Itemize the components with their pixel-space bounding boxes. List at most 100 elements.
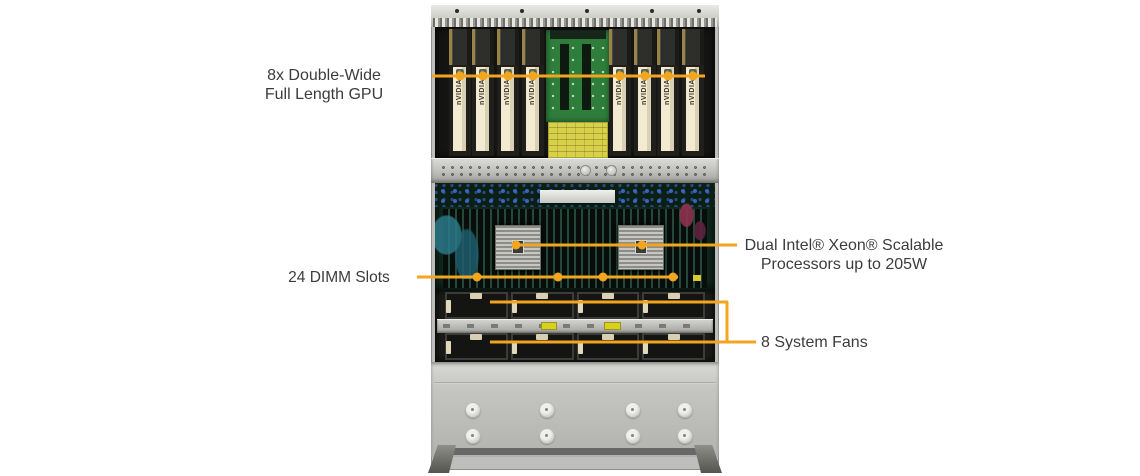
system-fan — [510, 333, 574, 360]
crossbar-boss — [607, 166, 616, 175]
gpu-brand-text: nVIDIA — [616, 79, 623, 105]
gpu-bracket — [522, 29, 525, 65]
gpu-shroud-stripe: nVIDIA — [686, 67, 699, 151]
rivet-dimple — [677, 402, 693, 418]
nvidia-logo-icon — [503, 69, 512, 77]
gpu-card-top — [609, 29, 631, 65]
screw-icon — [697, 9, 701, 13]
gpu-brand-text: nVIDIA — [456, 79, 463, 105]
gpu-card-top — [449, 29, 471, 65]
gpu-brand-text: nVIDIA — [641, 79, 648, 105]
rivet-dimple — [465, 428, 481, 444]
cpu-heatsink-2 — [618, 225, 664, 270]
gpu-card-top — [522, 29, 544, 65]
rivet-dimple — [677, 428, 693, 444]
rivet-dimple — [625, 428, 641, 444]
fan-clip — [470, 293, 483, 299]
gpu-card: nVIDIA — [657, 29, 679, 156]
gpu-bracket — [609, 29, 612, 65]
gpu-bracket — [657, 29, 660, 65]
fan-clip — [643, 300, 649, 313]
gpu-card: nVIDIA — [497, 29, 519, 156]
motherboard-bay — [435, 183, 715, 290]
system-fan — [576, 292, 640, 319]
chassis-bottom-panel — [428, 362, 722, 473]
pcb-connector — [550, 30, 606, 39]
system-fan — [576, 333, 640, 360]
gpu-brand-text: nVIDIA — [504, 79, 511, 105]
gpu-label-line1: 8x Double-Wide — [267, 67, 381, 84]
panel-seam — [434, 382, 716, 384]
fan-clip — [536, 334, 549, 340]
heatsink-mount — [513, 241, 523, 253]
system-fan — [510, 292, 574, 319]
gpu-card-top — [472, 29, 494, 65]
gpu-shroud-stripe: nVIDIA — [526, 67, 539, 151]
gpu-brand-text: nVIDIA — [479, 79, 486, 105]
cables-right — [669, 197, 713, 249]
pcb-slot — [560, 44, 569, 110]
cpu-label-line2: Processors up to 205W — [760, 256, 928, 273]
gpu-shroud-stripe: nVIDIA — [638, 67, 651, 151]
rivet-dimple — [539, 402, 555, 418]
gpu-bracket — [449, 29, 452, 65]
fan-bay — [435, 290, 715, 362]
fan-clip — [667, 334, 680, 340]
fan-clip — [577, 300, 583, 313]
cables-left — [435, 199, 493, 279]
screw-icon — [455, 9, 459, 13]
panel-bottom-edge — [439, 448, 711, 455]
nvidia-logo-icon — [688, 69, 697, 77]
fan-clip — [511, 341, 517, 354]
pcie-switch-board — [546, 30, 610, 122]
screw-icon — [650, 9, 654, 13]
chassis-crossbar — [431, 158, 719, 183]
rivet-dimple — [465, 402, 481, 418]
fan-clip — [601, 334, 614, 340]
gpu-bracket — [472, 29, 475, 65]
gpu-card-top — [634, 29, 656, 65]
crossbar-boss — [581, 166, 590, 175]
nvidia-logo-icon — [640, 69, 649, 77]
fan-clip — [667, 293, 680, 299]
bracket-marks — [443, 324, 707, 328]
gpu-card: nVIDIA — [634, 29, 656, 156]
gpu-callout-label: 8x Double-Wide Full Length GPU — [248, 66, 400, 104]
gpu-shroud-stripe: nVIDIA — [501, 67, 514, 151]
gpu-shroud-stripe: nVIDIA — [613, 67, 626, 151]
gpu-shroud-stripe: nVIDIA — [476, 67, 489, 151]
fan-row-top — [445, 292, 705, 319]
gpu-shroud-stripe: nVIDIA — [661, 67, 674, 151]
caution-sticker — [604, 322, 621, 330]
fans-callout-label: 8 System Fans — [761, 333, 901, 352]
screw-icon — [520, 9, 524, 13]
gpu-card: nVIDIA — [449, 29, 471, 156]
heatsink-mount — [636, 241, 646, 253]
fan-clip — [536, 293, 549, 299]
cpu-callout-label: Dual Intel® Xeon® Scalable Processors up… — [741, 236, 947, 274]
chassis-foot-left — [428, 445, 456, 473]
gpu-card: nVIDIA — [472, 29, 494, 156]
retention-bracket — [540, 190, 615, 203]
gpu-card-top — [657, 29, 679, 65]
warning-label-sticker — [548, 122, 608, 158]
nvidia-logo-icon — [478, 69, 487, 77]
gpu-shroud-stripe: nVIDIA — [453, 67, 466, 151]
cpu-heatsink-1 — [495, 225, 541, 270]
gpu-card-top — [682, 29, 704, 65]
gpu-card: nVIDIA — [682, 29, 704, 156]
nvidia-logo-icon — [615, 69, 624, 77]
fan-bracket-bar — [437, 319, 713, 333]
gpu-label-line2: Full Length GPU — [264, 86, 384, 103]
system-fan — [642, 292, 705, 319]
gpu-brand-text: nVIDIA — [529, 79, 536, 105]
gpu-brand-text: nVIDIA — [689, 79, 696, 105]
caution-sticker — [541, 322, 557, 330]
dimm-callout-label: 24 DIMM Slots — [278, 268, 400, 287]
pcb-slot — [582, 44, 591, 110]
nvidia-logo-icon — [528, 69, 537, 77]
fan-clip — [446, 300, 451, 313]
gpu-bracket — [682, 29, 685, 65]
chassis-top-rail — [431, 5, 719, 27]
